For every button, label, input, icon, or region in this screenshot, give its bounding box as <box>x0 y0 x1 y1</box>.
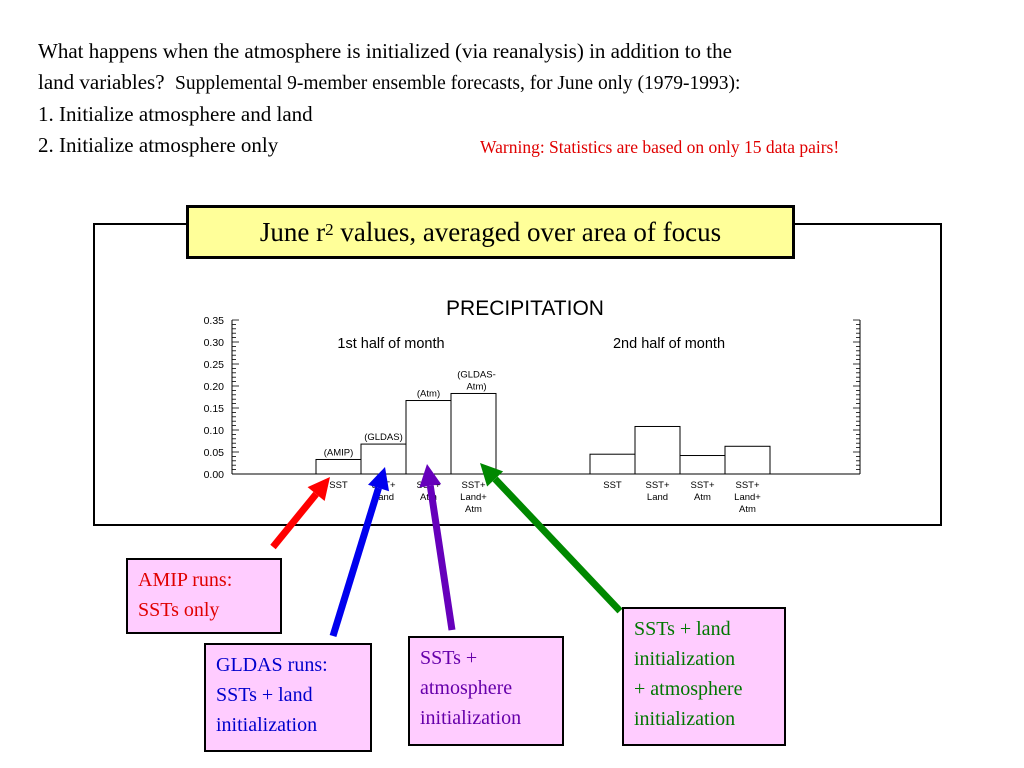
note-gldas-line-3: initialization <box>216 714 318 736</box>
category-label: Land+ <box>734 492 761 503</box>
bar-1-1 <box>315 458 362 475</box>
note-both-line-3: + atmosphere <box>634 678 743 700</box>
category-label: SST <box>603 480 622 491</box>
arrow-gldas <box>329 467 390 638</box>
bar-2-3 <box>679 455 726 475</box>
title-box-text-a: June r <box>259 216 326 247</box>
category-label: Atm <box>465 504 482 515</box>
intro-line-3: 1. Initialize atmosphere and land <box>38 102 313 126</box>
warning-text: Warning: Statistics are based on only 15… <box>480 137 840 157</box>
bar-2-4 <box>724 445 771 475</box>
category-label: SST+ <box>735 480 759 491</box>
y-tick-label: 0.20 <box>204 381 225 393</box>
note-gldas-line-1: GLDAS runs: <box>216 654 328 676</box>
intro-line-4: 2. Initialize atmosphere only <box>38 133 279 157</box>
note-atm-and-land: SSTs + land initialization + atmosphere … <box>622 607 786 746</box>
bar-annotation-label: (GLDAS) <box>364 432 403 443</box>
bar-2-1 <box>589 453 636 475</box>
note-gldas: GLDAS runs: SSTs + land initialization <box>204 643 372 752</box>
intro-text: What happens when the atmosphere is init… <box>38 36 998 161</box>
arrow-amip <box>270 477 330 550</box>
y-tick-label: 0.25 <box>204 359 225 371</box>
category-label: Land+ <box>460 492 487 503</box>
y-tick-label: 0.35 <box>204 315 225 327</box>
note-amip: AMIP runs: SSTs only <box>126 558 282 634</box>
note-amip-line-1: AMIP runs: <box>138 569 233 591</box>
intro-line-1: What happens when the atmosphere is init… <box>38 39 732 63</box>
chart-bars: SST(AMIP)SST+Land(GLDAS)SST+Atm(Atm)SST+… <box>315 369 771 515</box>
intro-line-2-question: land variables? <box>38 70 165 94</box>
y-tick-label: 0.15 <box>204 403 225 415</box>
bar-2-2 <box>634 425 681 475</box>
y-tick-label: 0.00 <box>204 469 225 481</box>
intro-line-2-detail: Supplemental 9-member ensemble forecasts… <box>175 73 741 94</box>
bar-annotation-label: (AMIP) <box>324 447 354 458</box>
note-atm-line-3: initialization <box>420 707 522 729</box>
category-label: SST <box>329 480 348 491</box>
y-tick-label: 0.30 <box>204 337 225 349</box>
note-both-line-1: SSTs + land <box>634 618 731 640</box>
title-box-text-b: values, averaged over area of focus <box>333 216 722 247</box>
note-amip-line-2: SSTs only <box>138 599 220 621</box>
arrow-atm-and-land <box>480 463 623 614</box>
bar-1-4 <box>450 392 497 475</box>
chart-title: PRECIPITATION <box>446 297 604 320</box>
bar-1-3 <box>405 400 452 475</box>
category-label: SST+ <box>690 480 714 491</box>
panel-label-1: 1st half of month <box>337 336 444 352</box>
category-label: Atm <box>739 504 756 515</box>
category-label: SST+ <box>461 480 485 491</box>
note-atm-line-2: atmosphere <box>420 677 513 699</box>
y-tick-label: 0.10 <box>204 425 225 437</box>
note-atm: SSTs + atmosphere initialization <box>408 636 564 746</box>
title-box-sup: 2 <box>325 220 334 239</box>
note-both-line-2: initialization <box>634 648 736 670</box>
category-label: Atm <box>694 492 711 503</box>
y-tick-label: 0.05 <box>204 447 225 459</box>
bar-annotation-label: (Atm) <box>417 389 440 400</box>
panel-label-2: 2nd half of month <box>613 336 725 352</box>
category-label: Land <box>373 492 394 503</box>
category-label: Land <box>647 492 668 503</box>
intro-line-2: land variables? Supplemental 9-member en… <box>38 67 998 99</box>
arrow-atm <box>419 464 456 631</box>
bar-annotation-label: Atm) <box>466 381 486 392</box>
note-both-line-4: initialization <box>634 708 736 730</box>
note-atm-line-1: SSTs + <box>420 647 478 669</box>
annotation-arrows <box>270 463 623 638</box>
category-label: SST+ <box>645 480 669 491</box>
bar-annotation-label: (GLDAS- <box>457 369 496 380</box>
note-gldas-line-2: SSTs + land <box>216 684 313 706</box>
